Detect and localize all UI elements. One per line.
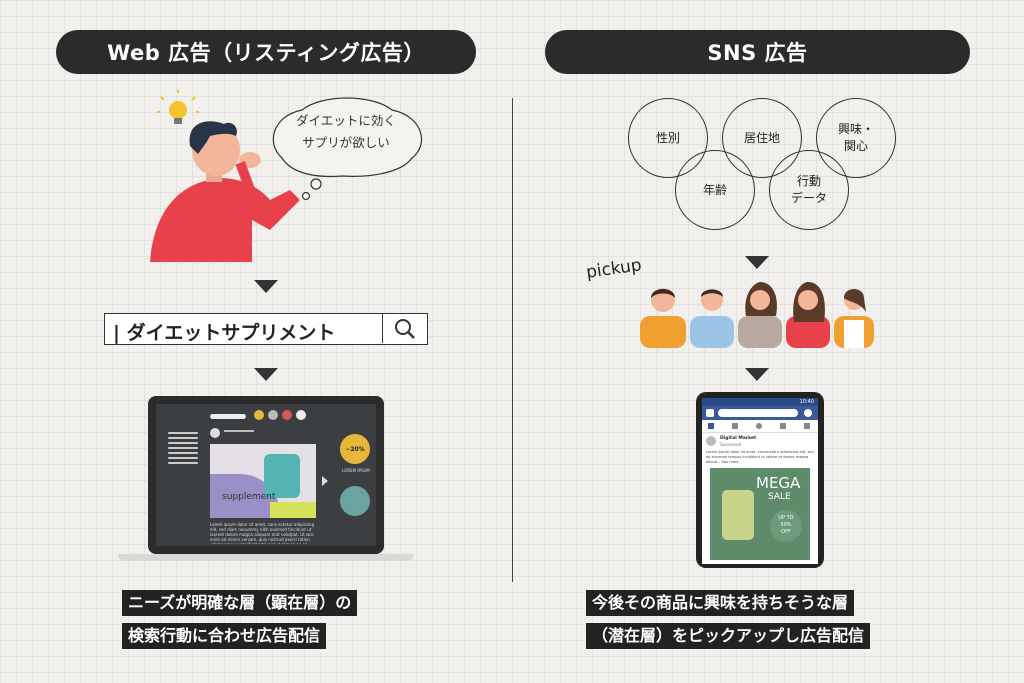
address-bar[interactable] <box>210 414 246 419</box>
avatar <box>254 410 264 420</box>
segment-interest: 興味・ 関心 <box>816 98 896 178</box>
search-icon <box>395 319 415 339</box>
sponsored-label: Sponsored <box>720 442 742 447</box>
ad-image-label: supplement <box>222 492 276 502</box>
ad-title: MEGA <box>756 474 801 492</box>
right-caption-line-2: （潜在層）をピックアップし広告配信 <box>586 623 871 649</box>
segment-behavior-data: 行動 データ <box>769 150 849 230</box>
thought-line-2: サプリが欲しい <box>302 135 390 150</box>
person-1 <box>640 288 686 348</box>
down-arrow-2 <box>254 368 278 381</box>
down-arrow-3 <box>745 256 769 269</box>
post-avatar <box>210 428 220 438</box>
nav-tabs <box>702 420 818 433</box>
post-text: Lorem ipsum dolor sit amet, consectetur … <box>706 450 814 464</box>
segment-age: 年齢 <box>675 150 755 230</box>
facebook-header <box>702 406 818 420</box>
segment-age-label: 年齢 <box>702 182 727 197</box>
next-icon[interactable] <box>296 410 306 420</box>
person-5 <box>834 289 874 348</box>
bell-icon[interactable] <box>732 423 738 429</box>
smartphone-screen: 10:40 Digital Market Sponsored Lorem ips… <box>702 398 818 564</box>
left-caption-line-2: 検索行動に合わせ広告配信 <box>122 623 327 649</box>
supplement-bottle-icon <box>264 454 300 498</box>
web-ad-header: Web 広告（リスティング広告） <box>56 30 476 74</box>
ad-subtitle: SALE <box>768 492 791 502</box>
lightbulb-icon <box>157 90 199 124</box>
center-divider <box>512 98 513 582</box>
person-2 <box>690 289 734 348</box>
friends-icon[interactable] <box>780 423 786 429</box>
discount-text: −20% <box>345 445 365 453</box>
segment-gender-label: 性別 <box>655 130 680 145</box>
search-button[interactable] <box>382 314 427 343</box>
status-bar: 10:40 <box>702 398 818 406</box>
carousel-arrow-icon[interactable] <box>322 476 328 486</box>
home-icon[interactable] <box>708 423 714 429</box>
menu-icon[interactable] <box>804 423 810 429</box>
laptop-screen: supplement −20% LOREM IPSUM Lorem ipsum … <box>156 404 376 546</box>
menu-lines <box>168 432 198 467</box>
supplement-bottle-icon <box>722 490 754 540</box>
camera-icon[interactable] <box>706 409 714 417</box>
left-caption-line-1: ニーズが明確な層（顕在層）の <box>122 590 358 616</box>
search-query: ダイエットサプリメント <box>126 322 336 344</box>
person-3 <box>738 282 782 348</box>
down-arrow-1 <box>254 280 278 293</box>
segment-interest-label: 興味・ 関心 <box>837 122 874 153</box>
segment-behavior-label: 行動 データ <box>790 174 827 205</box>
segment-gender: 性別 <box>628 98 708 178</box>
mega-sale-ad[interactable]: MEGA SALE UP TO 50% OFF <box>710 468 810 560</box>
thought-line-1: ダイエットに効く <box>296 113 396 128</box>
sns-ad-header-text: SNS 広告 <box>707 41 808 65</box>
thought-bubble <box>272 97 422 201</box>
ad-image[interactable]: supplement <box>210 444 316 518</box>
avatar <box>268 410 278 420</box>
messenger-icon[interactable] <box>804 409 812 417</box>
pickup-label: pickup <box>584 255 643 283</box>
search-input[interactable] <box>718 409 798 417</box>
people-group-illustration <box>640 282 874 348</box>
search-bar[interactable]: | ダイエットサプリメント <box>104 313 428 345</box>
laptop-screen-frame: supplement −20% LOREM IPSUM Lorem ipsum … <box>148 396 384 554</box>
down-arrow-4 <box>745 368 769 381</box>
status-time: 10:40 <box>799 399 814 405</box>
discount-badge: −20% <box>340 434 370 464</box>
sns-ad-header: SNS 広告 <box>545 30 970 74</box>
thought-text: ダイエットに効く サプリが欲しい <box>276 110 416 154</box>
page-avatar <box>706 436 716 446</box>
segment-residence: 居住地 <box>722 98 802 178</box>
page-name[interactable]: Digital Market <box>720 436 757 441</box>
web-ad-header-text: Web 広告（リスティング広告） <box>107 41 425 65</box>
avatar <box>282 410 292 420</box>
right-caption-line-1: 今後その商品に興味を持ちそうな層 <box>586 590 855 616</box>
smartphone-frame: 10:40 Digital Market Sponsored Lorem ips… <box>696 392 824 568</box>
person-4 <box>786 282 830 348</box>
promo-label: LOREM IPSUM <box>342 468 370 473</box>
search-input[interactable]: | ダイエットサプリメント <box>113 322 336 344</box>
thinking-person-illustration <box>150 90 300 262</box>
segment-residence-label: 居住地 <box>743 130 780 145</box>
discount-badge: UP TO 50% OFF <box>770 510 802 542</box>
groups-icon[interactable] <box>756 423 762 429</box>
laptop-base <box>118 554 414 561</box>
ad-body-text: Lorem ipsum dolor sit amet, cons ectetur… <box>210 522 315 544</box>
boot-icon <box>340 486 370 516</box>
